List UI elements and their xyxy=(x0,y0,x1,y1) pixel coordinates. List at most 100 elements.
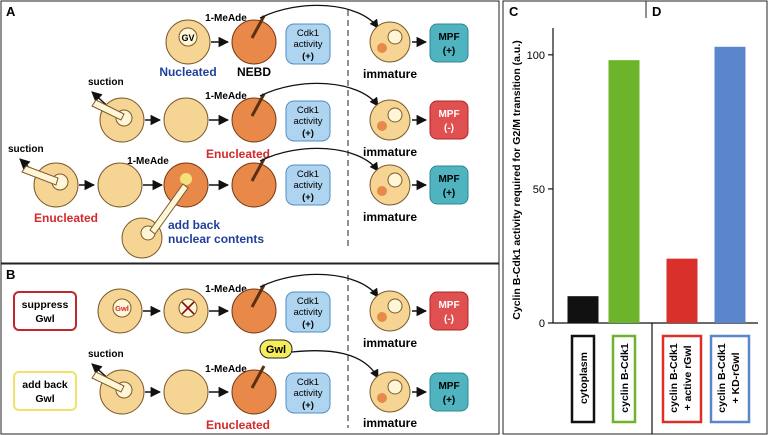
category-label-1: cyclin B-Cdk1 xyxy=(611,334,637,424)
category-box xyxy=(570,334,596,424)
category-text: + KD-rGwl xyxy=(730,352,742,403)
cross-icon xyxy=(181,301,195,315)
transfer-arrow xyxy=(259,147,379,172)
enucleated-label: Enucleated xyxy=(34,211,98,225)
bar-chart: Cyclin B-Cdk1 activity required for G2/M… xyxy=(511,28,758,434)
suction-label: suction xyxy=(88,349,124,360)
panel-b-row1: suppress Gwl Gwl 1-MeAde Cdk1 activity (… xyxy=(13,273,469,350)
immature-label: immature xyxy=(363,336,417,350)
mpf-plus-box xyxy=(429,23,469,63)
cdk1-activity-box xyxy=(285,372,331,414)
category-box xyxy=(611,334,637,424)
category-text: cyclin B-Cdk1 xyxy=(716,343,728,413)
drug-label: 1-MeAde xyxy=(205,91,247,102)
drug-label: 1-MeAde xyxy=(205,284,247,295)
cdk1-line1: Cdk1 xyxy=(297,377,319,388)
mpf-minus-box xyxy=(429,100,469,140)
oocyte-activated xyxy=(231,369,277,415)
y-axis-label: Cyclin B-Cdk1 activity required for G2/M… xyxy=(511,40,523,319)
transfer-arrow xyxy=(259,82,379,107)
category-label-2: cyclin B-Cdk1+ active rGwl xyxy=(661,334,703,424)
pipette xyxy=(21,165,59,186)
mpf-plus-box xyxy=(429,165,469,205)
oocyte-enucleated xyxy=(97,162,143,208)
bar-3 xyxy=(714,46,746,323)
suction-label: suction xyxy=(88,77,124,88)
mpf-sign: (+) xyxy=(443,46,456,57)
panel-a-frame xyxy=(0,0,500,264)
add-back-line2: nuclear contents xyxy=(168,232,264,246)
gwl-tag: Gwl xyxy=(115,304,129,313)
injected-cytoplasm xyxy=(377,121,387,131)
cdk1-line2: activity xyxy=(293,116,322,127)
needle xyxy=(250,15,266,39)
panel-a-row2: suction Enucleated 1-MeAde Cdk1 activity… xyxy=(88,77,469,161)
box-line1: add back xyxy=(22,379,68,391)
panel-b-label: B xyxy=(6,267,15,282)
add-back-gwl-box xyxy=(13,371,77,411)
cdk1-line2: activity xyxy=(293,388,322,399)
category-text: cyclin B-Cdk1 xyxy=(668,343,680,413)
box-line2: Gwl xyxy=(35,393,54,405)
mpf-label: MPF xyxy=(438,174,459,185)
mpf-sign: (+) xyxy=(443,188,456,199)
mpf-minus-box xyxy=(429,291,469,331)
immature-nucleus xyxy=(387,172,403,188)
needle xyxy=(250,93,266,117)
panel-a-row3: suction Enucleated 1-MeAde add back nucl… xyxy=(8,144,469,259)
box-line1: suppress xyxy=(22,299,69,311)
drug-label: 1-MeAde xyxy=(205,364,247,375)
cdk1-line3: (+) xyxy=(302,400,314,411)
bar-1 xyxy=(608,60,640,323)
cdk1-line2: activity xyxy=(293,180,322,191)
category-label-0: cytoplasm xyxy=(570,334,596,424)
drug-label: 1-MeAde xyxy=(127,156,169,167)
mpf-sign: (-) xyxy=(444,314,454,325)
injected-cytoplasm xyxy=(377,393,387,403)
cdk1-line1: Cdk1 xyxy=(297,105,319,116)
gwl-bubble xyxy=(259,339,293,359)
y-tick-label: 0 xyxy=(539,318,545,330)
cdk1-line2: activity xyxy=(293,39,322,50)
y-tick-label: 50 xyxy=(533,184,545,196)
panel-d-label: D xyxy=(652,4,661,19)
drug-label: 1-MeAde xyxy=(205,13,247,24)
suction-label: suction xyxy=(8,144,44,155)
category-box xyxy=(709,334,751,424)
injected-nuclear-contents xyxy=(180,173,192,185)
panel-cd-frame xyxy=(502,0,768,435)
enucleated-label: Enucleated xyxy=(206,418,270,432)
oocyte-activated xyxy=(231,288,277,334)
category-box xyxy=(661,334,703,424)
immature-nucleus xyxy=(387,29,403,45)
cdk1-line3: (+) xyxy=(302,128,314,139)
mpf-plus-box xyxy=(429,372,469,412)
mpf-label: MPF xyxy=(438,300,459,311)
cdk1-line3: (+) xyxy=(302,51,314,62)
add-back-line1: add back xyxy=(168,218,220,232)
oocyte-nebd xyxy=(231,19,277,65)
mpf-label: MPF xyxy=(438,32,459,43)
oocyte-enucleated xyxy=(163,97,209,143)
y-tick-label: 100 xyxy=(527,50,545,62)
transfer-arrow xyxy=(259,273,379,298)
category-text: cytoplasm xyxy=(578,352,590,404)
cdk1-line1: Cdk1 xyxy=(297,296,319,307)
cdk1-line1: Cdk1 xyxy=(297,169,319,180)
transfer-pipette xyxy=(149,183,189,235)
nebd-label: NEBD xyxy=(237,65,271,79)
cdk1-activity-box xyxy=(285,164,331,206)
cdk1-line2: activity xyxy=(293,307,322,318)
mpf-sign: (+) xyxy=(443,395,456,406)
immature-label: immature xyxy=(363,67,417,81)
bar-0 xyxy=(567,296,599,323)
category-text: + active rGwl xyxy=(682,345,694,410)
cdk1-activity-box xyxy=(285,100,331,142)
immature-nucleus xyxy=(387,298,403,314)
panel-c-label: C xyxy=(509,4,519,19)
box-line2: Gwl xyxy=(35,313,54,325)
immature-nucleus xyxy=(387,107,403,123)
pipette xyxy=(91,99,125,121)
y-ticks: 0 50 100 xyxy=(527,50,553,330)
